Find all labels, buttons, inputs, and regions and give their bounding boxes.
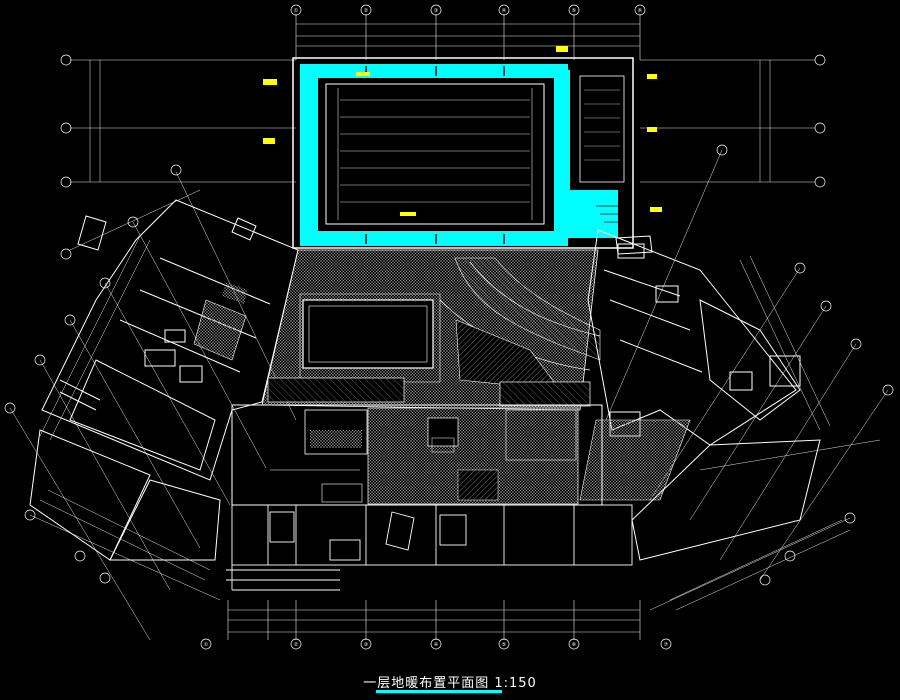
axis-bubble bbox=[430, 4, 442, 16]
axis-bubble bbox=[568, 4, 580, 16]
main-hall bbox=[231, 404, 603, 506]
left-wing bbox=[29, 199, 299, 561]
axis-label-bottom-3: ③ bbox=[364, 642, 368, 648]
axis-label-bottom-1: ① bbox=[204, 642, 209, 648]
heating-zone-right-strip bbox=[560, 70, 570, 190]
axis-label-bottom-2: ② bbox=[294, 642, 299, 648]
center-pool bbox=[302, 299, 434, 369]
small-pool bbox=[579, 75, 625, 183]
axis-label-top-4: ④ bbox=[502, 8, 507, 14]
horizontal-axis-lines bbox=[70, 59, 815, 183]
radial-axis-bubbles bbox=[4, 144, 894, 586]
side-axis-bubbles bbox=[60, 54, 826, 260]
axis-label-bottom-6: ⑥ bbox=[572, 642, 577, 648]
pool-hall bbox=[292, 57, 634, 249]
axis-bubble bbox=[634, 4, 646, 16]
axis-bubble bbox=[290, 4, 302, 16]
top-axis-bubbles bbox=[290, 4, 646, 16]
top-dimension-lines bbox=[295, 14, 641, 60]
axis-label-top-6: ⑥ bbox=[638, 8, 643, 14]
left-stair-hatch bbox=[193, 282, 248, 361]
axis-bubble bbox=[498, 4, 510, 16]
axis-label-top-1: ① bbox=[294, 8, 299, 14]
bottom-axis-bubbles bbox=[200, 638, 672, 650]
axis-bubble bbox=[360, 4, 372, 16]
axis-label-bottom-5: ⑤ bbox=[502, 642, 506, 648]
swimming-pool bbox=[325, 83, 545, 225]
bottom-rooms bbox=[226, 504, 633, 591]
axis-label-bottom-4: ④ bbox=[434, 642, 439, 648]
axis-label-bottom-7: ⑦ bbox=[664, 642, 669, 648]
title-underline bbox=[376, 690, 502, 693]
drawing-title: 一层地暖布置平面图 1:150 bbox=[363, 676, 537, 691]
axis-label-top-2: ② bbox=[364, 8, 369, 14]
right-hatch bbox=[579, 419, 691, 501]
axis-label-top-5: ⑤ bbox=[572, 8, 576, 14]
lobby-hatched-floor bbox=[261, 249, 601, 411]
yellow-tags bbox=[263, 46, 662, 216]
bottom-dimension-lines bbox=[227, 600, 641, 640]
axis-label-top-3: ③ bbox=[434, 8, 438, 14]
right-wing bbox=[587, 229, 821, 561]
diagonal-dimension-lines bbox=[39, 235, 851, 611]
